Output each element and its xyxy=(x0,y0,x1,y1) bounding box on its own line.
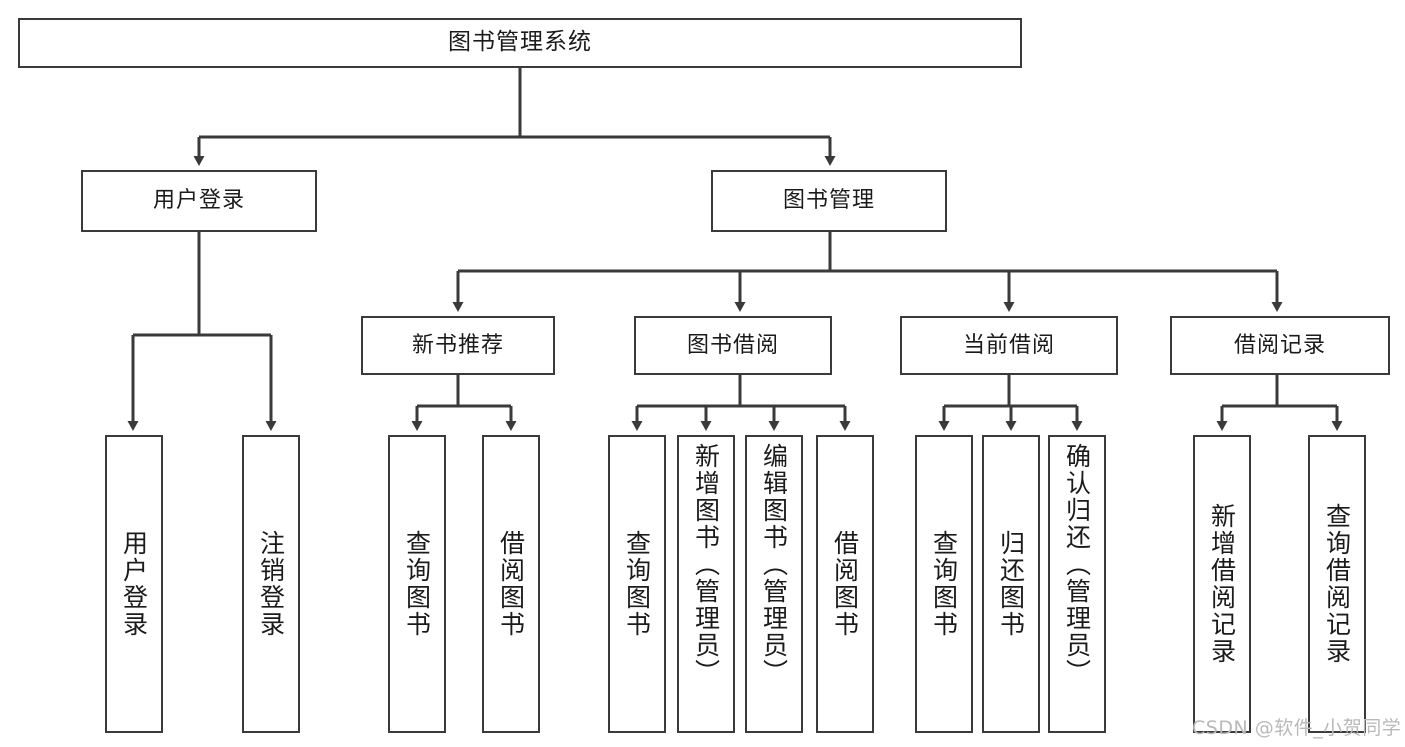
node-label: 图书借阅 xyxy=(686,332,779,358)
watermark-text: CSDN @软件_小贺同学 xyxy=(1192,717,1402,739)
leaf-query-book-current[interactable]: 查询图书 xyxy=(915,435,973,733)
node-label: 借阅图书 xyxy=(830,530,860,638)
node-label: 查询图书 xyxy=(929,530,959,638)
node-label: 编辑图书（管理员） xyxy=(759,443,789,686)
leaf-user-login[interactable]: 用户登录 xyxy=(105,435,163,733)
node-label: 确认归还（管理员） xyxy=(1062,443,1092,686)
node-label: 查询图书 xyxy=(402,530,432,638)
leaf-logout[interactable]: 注销登录 xyxy=(242,435,300,733)
node-label: 新增借阅记录 xyxy=(1207,503,1237,665)
node-label: 当前借阅 xyxy=(962,332,1055,358)
leaf-edit-book[interactable]: 编辑图书（管理员） xyxy=(745,435,803,733)
node-new-book-recommend[interactable]: 新书推荐 xyxy=(361,316,555,375)
leaf-borrow-book-recommend[interactable]: 借阅图书 xyxy=(482,435,540,733)
node-label: 注销登录 xyxy=(256,530,286,638)
node-user-login[interactable]: 用户登录 xyxy=(81,170,317,232)
leaf-query-book-recommend[interactable]: 查询图书 xyxy=(388,435,446,733)
node-label: 新书推荐 xyxy=(411,332,504,358)
node-book-management[interactable]: 图书管理 xyxy=(711,170,947,232)
leaf-add-book[interactable]: 新增图书（管理员） xyxy=(677,435,735,733)
leaf-add-borrow-record[interactable]: 新增借阅记录 xyxy=(1193,435,1251,733)
node-label: 借阅图书 xyxy=(496,530,526,638)
node-label: 新增图书（管理员） xyxy=(691,443,721,686)
leaf-borrow-book[interactable]: 借阅图书 xyxy=(816,435,874,733)
leaf-confirm-return[interactable]: 确认归还（管理员） xyxy=(1048,435,1106,733)
node-borrow-record[interactable]: 借阅记录 xyxy=(1170,316,1390,375)
leaf-query-book-borrow[interactable]: 查询图书 xyxy=(608,435,666,733)
node-label: 图书管理系统 xyxy=(448,29,592,56)
node-label: 图书管理 xyxy=(782,188,875,214)
node-label: 用户登录 xyxy=(152,188,245,214)
node-label: 用户登录 xyxy=(119,530,149,638)
leaf-query-borrow-record[interactable]: 查询借阅记录 xyxy=(1308,435,1366,733)
node-label: 查询图书 xyxy=(622,530,652,638)
node-label: 归还图书 xyxy=(996,530,1026,638)
leaf-return-book[interactable]: 归还图书 xyxy=(982,435,1040,733)
node-label: 借阅记录 xyxy=(1233,332,1326,358)
node-book-borrow[interactable]: 图书借阅 xyxy=(634,316,832,375)
node-root-system[interactable]: 图书管理系统 xyxy=(18,18,1022,68)
node-label: 查询借阅记录 xyxy=(1322,503,1352,665)
node-current-borrow[interactable]: 当前借阅 xyxy=(900,316,1118,375)
